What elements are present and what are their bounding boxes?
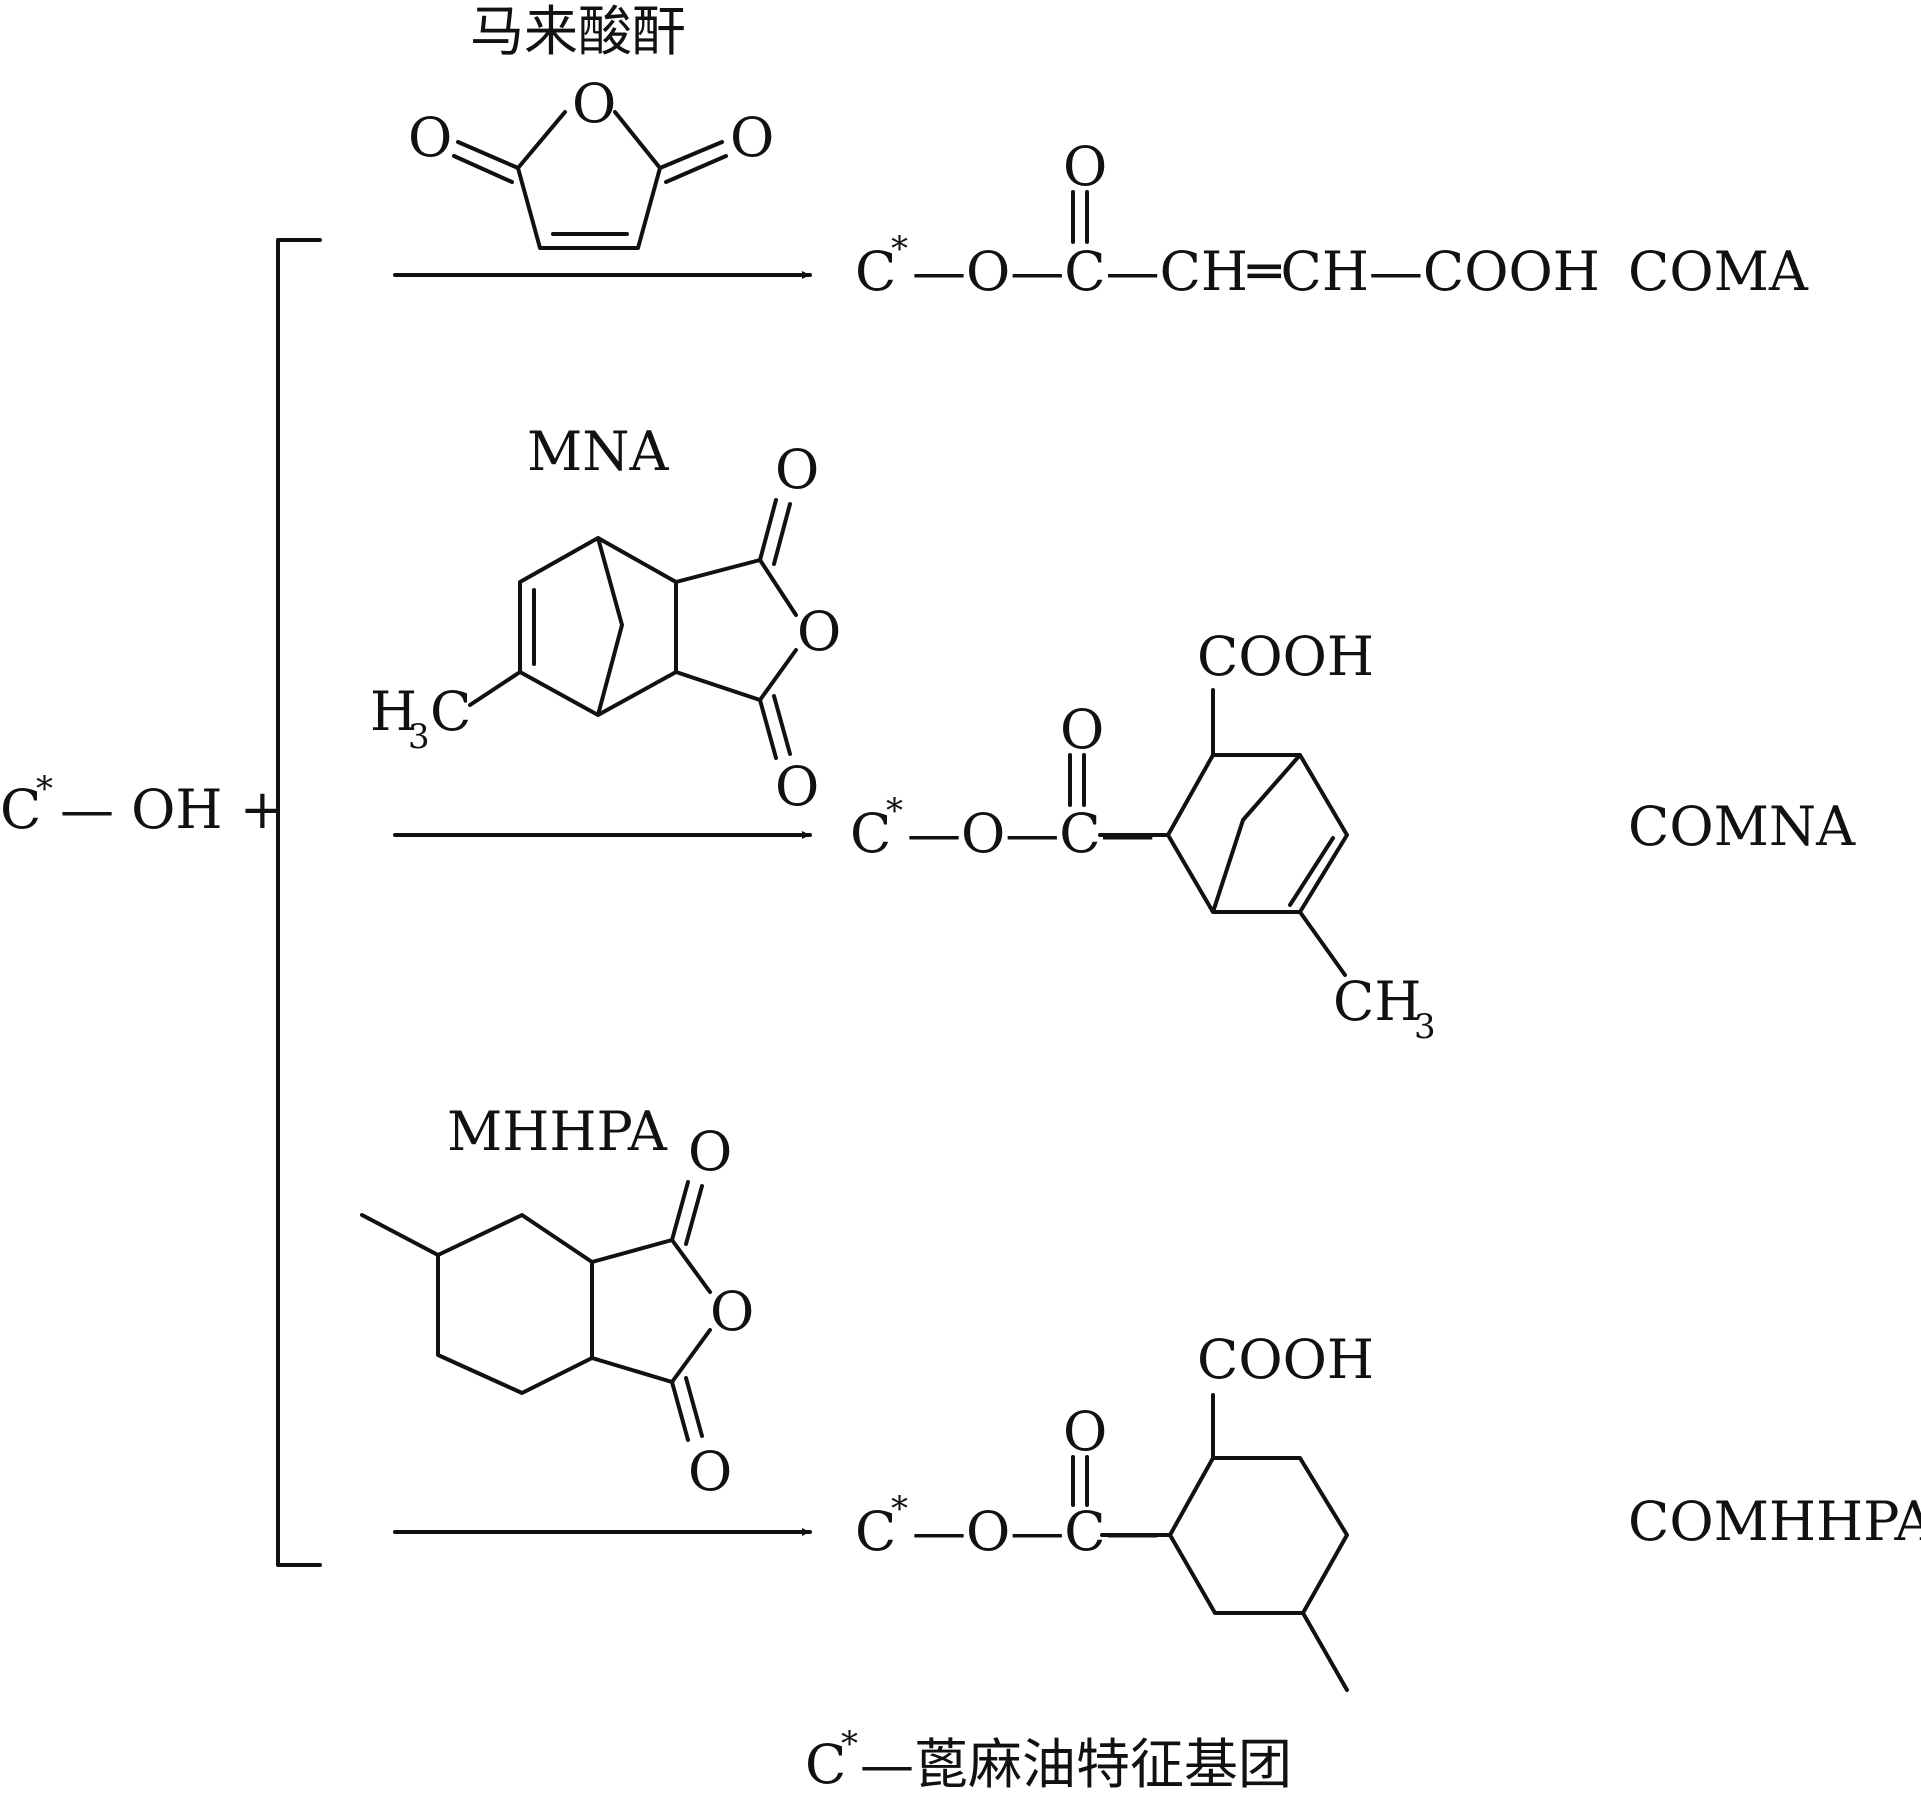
product-comhhpa-mark: *: [891, 1489, 908, 1529]
reagent-ma-right-oxygen: O: [730, 106, 774, 169]
reagent-mhhpa-anhydride-ring: [590, 1238, 712, 1384]
reagent-mna-anhydride-ring: [674, 558, 798, 702]
product-coma-label: COMA: [1628, 240, 1809, 303]
product-comna-bicyclic-ring: [1166, 753, 1349, 914]
reactant-castor-oil-hydroxyl: C * — OH +: [0, 769, 285, 841]
product-comhhpa-carbonyl-oxygen: O: [1063, 1400, 1107, 1463]
legend-text: —蓖麻油特征基团: [860, 1733, 1292, 1796]
reagent-mhhpa-bottom-oxygen: O: [688, 1440, 732, 1503]
product-coma-group: C: [855, 240, 896, 303]
reagent-ma-name: 马来酸酐: [470, 0, 686, 63]
reagent-maleic-anhydride: 马来酸酐 O O O: [408, 0, 774, 250]
product-comna-carboxyl: COOH: [1197, 625, 1374, 688]
reagent-mhhpa-bottom-carbonyl: [670, 1376, 704, 1442]
reagent-ma-right-carbonyl: [658, 140, 728, 184]
product-coma-mark: *: [891, 229, 908, 269]
product-comna-methyl-subscript: 3: [1414, 1007, 1436, 1047]
product-comna-mark: *: [886, 791, 903, 831]
product-comhhpa-chain: —O—C—: [912, 1500, 1160, 1563]
reagent-mhhpa-top-oxygen: O: [688, 1120, 732, 1183]
product-comna-group: C: [850, 802, 891, 865]
product-comhhpa-group: C: [855, 1500, 896, 1563]
reagent-mna-norbornene: [518, 536, 678, 717]
reaction-bracket: [276, 238, 322, 1567]
reagent-mhhpa: MHHPA O O O: [360, 1100, 754, 1503]
product-comna-methyl: CH: [1333, 970, 1421, 1033]
product-comhhpa-carbonyl-bond: [1071, 1455, 1089, 1507]
product-coma-chain: —O—C—CH═CH—COOH: [912, 240, 1600, 303]
product-comhhpa-cyclohexane: [1168, 1456, 1349, 1615]
reactant-group: C: [0, 778, 41, 841]
reagent-ma-left-carbonyl: [452, 140, 520, 184]
product-coma: C * —O—C—CH═CH—COOH O COMA: [855, 135, 1809, 303]
reagent-mna-methyl-subscript: 3: [408, 717, 430, 757]
reagent-mna-methyl-h: H: [370, 680, 417, 743]
reagent-ma-left-oxygen: O: [408, 106, 452, 169]
reagent-ma-ring: [516, 110, 662, 250]
product-comhhpa-methyl-bond: [1301, 1611, 1349, 1692]
product-comna-label: COMNA: [1628, 795, 1856, 858]
reagent-mna-bottom-carbonyl: [758, 694, 792, 760]
reagent-mna-methyl-c: C: [430, 680, 471, 743]
reactant-hydroxyl: — OH +: [60, 778, 285, 841]
reagent-mhhpa-cyclohexane: [436, 1213, 594, 1395]
reagent-mna-methyl-bond: [468, 670, 522, 707]
product-coma-carbonyl-oxygen: O: [1063, 135, 1107, 198]
reagent-mhhpa-methyl-bond: [360, 1213, 440, 1257]
product-comhhpa-carboxyl: COOH: [1197, 1328, 1374, 1391]
product-comna: C * —O—C— O COOH CH 3 COMNA: [850, 625, 1856, 1047]
product-comhhpa: C * —O—C— O COOH COMHHPA: [855, 1328, 1921, 1692]
product-comna-methyl-bond: [1298, 910, 1347, 977]
product-comna-alkene: [1288, 836, 1335, 907]
reagent-ma-ring-oxygen: O: [572, 72, 616, 135]
reagent-mhhpa-top-carbonyl: [670, 1180, 704, 1246]
legend-mark: *: [841, 1724, 858, 1764]
product-comhhpa-label: COMHHPA: [1628, 1490, 1921, 1553]
reagent-mna-bottom-oxygen: O: [775, 755, 819, 818]
reagent-mna: MNA O O O H 3 C: [370, 420, 841, 818]
reagent-mna-top-oxygen: O: [775, 438, 819, 501]
reagent-mna-ring-oxygen: O: [797, 600, 841, 663]
reactant-mark: *: [36, 769, 53, 809]
legend-group: C: [805, 1733, 846, 1796]
legend-footnote: C * —蓖麻油特征基团: [805, 1724, 1292, 1796]
reagent-mna-top-carbonyl: [758, 498, 792, 566]
product-coma-carbonyl-bond: [1071, 190, 1089, 244]
reagent-mna-name: MNA: [527, 420, 670, 483]
reagent-mhhpa-ring-oxygen: O: [710, 1280, 754, 1343]
product-comna-carbonyl-oxygen: O: [1060, 698, 1104, 761]
product-comna-carbonyl-bond: [1068, 753, 1086, 807]
reagent-mhhpa-name: MHHPA: [447, 1100, 668, 1163]
